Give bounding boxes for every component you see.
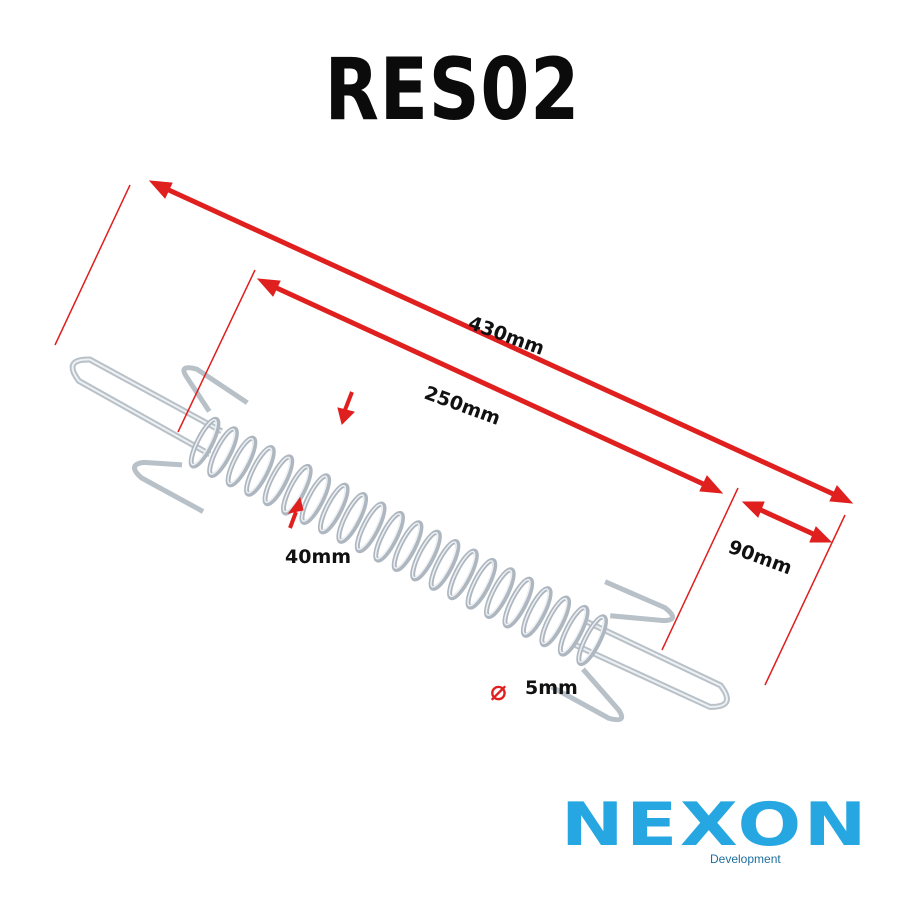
dimension-lines bbox=[54, 180, 854, 686]
logo-subtitle: Development bbox=[710, 852, 781, 866]
spring-illustration bbox=[69, 356, 730, 723]
right-hook-lower bbox=[550, 667, 625, 723]
coil-turn bbox=[262, 454, 295, 507]
coil-length-arrow bbox=[266, 281, 714, 491]
hook-length-arrow bbox=[750, 503, 824, 541]
coil-turn bbox=[391, 520, 424, 573]
coil-turn bbox=[484, 567, 516, 620]
left-hook-lower bbox=[131, 459, 205, 514]
coil-turn bbox=[539, 595, 572, 648]
nexon-logo: NEXON Development bbox=[561, 790, 867, 870]
coil-turn bbox=[244, 445, 276, 497]
wire-diameter-label: 5mm bbox=[525, 677, 578, 699]
coil-turn bbox=[373, 510, 405, 563]
coil-turn bbox=[336, 492, 369, 544]
coil-turn bbox=[520, 586, 553, 638]
coil-diameter-label: 40mm bbox=[285, 546, 351, 568]
coil-turn bbox=[447, 548, 479, 601]
overall-length-arrow bbox=[158, 183, 844, 501]
spring-coils bbox=[188, 416, 608, 667]
right-hook bbox=[572, 618, 730, 710]
coil-turn bbox=[317, 482, 350, 535]
logo-wordmark: NEXON bbox=[560, 790, 870, 860]
coil-turn bbox=[428, 539, 461, 591]
coil-turn bbox=[465, 557, 498, 610]
right-hook-upper bbox=[604, 579, 676, 624]
coil-turn bbox=[354, 501, 387, 554]
diameter-icon: ⌀ bbox=[490, 674, 507, 707]
hook-length-label: 90mm bbox=[725, 536, 795, 579]
coil-turn bbox=[502, 576, 535, 629]
product-title: RES02 bbox=[324, 40, 581, 140]
overall-length-label: 430mm bbox=[465, 312, 547, 360]
coil-turn bbox=[225, 435, 258, 488]
left-hook-upper bbox=[181, 365, 249, 413]
coil-turn bbox=[410, 529, 442, 582]
coil-turn bbox=[299, 473, 332, 526]
